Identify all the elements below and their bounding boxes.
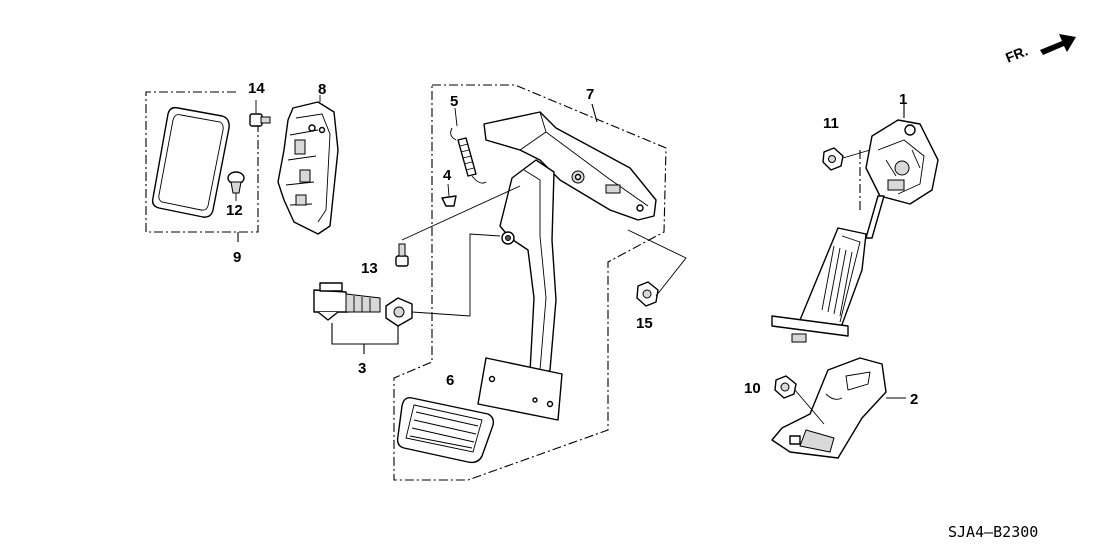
diagram-reference-code: SJA4—B2300: [948, 523, 1038, 541]
callout-labels: 1 2 3 4 5 6 7 8 9 10 11 12 13 14 15: [226, 80, 918, 408]
bolt-part-13: [395, 185, 521, 267]
callout-13: 13: [361, 260, 378, 277]
front-direction-label: FR.: [1003, 42, 1030, 65]
stopper-part-4: [441, 183, 457, 207]
group-9-bracket-lines: [145, 91, 259, 233]
accelerator-pedal-part-1: [771, 102, 939, 343]
callout-9: 9: [233, 249, 241, 266]
callout-11: 11: [823, 115, 839, 132]
front-direction-indicator: FR.: [1003, 34, 1076, 66]
bracket-assembly-group-9: [145, 91, 339, 242]
group-7-leader: [591, 103, 598, 123]
callout-6: 6: [446, 372, 454, 389]
group-3-bracket-lines: [331, 323, 399, 345]
floor-bracket-part-2: [771, 357, 906, 459]
callout-2: 2: [910, 391, 918, 408]
front-arrow-icon: [1040, 34, 1076, 55]
pedal-bracket-part-8: [277, 101, 339, 235]
callout-15: 15: [636, 315, 653, 332]
group-7-bracket-lines: [393, 84, 667, 481]
clip-part-12: [227, 171, 245, 201]
callout-4: 4: [443, 167, 452, 184]
brake-pedal-assembly-group-7: [393, 84, 667, 481]
pedal-pad-part-6: [396, 396, 495, 464]
nut-part-11: [822, 147, 871, 171]
callout-5: 5: [450, 93, 458, 110]
pedal-plate: [477, 357, 563, 421]
brake-pedal-arm: [499, 159, 557, 379]
callout-8: 8: [318, 81, 326, 98]
bolt-part-14: [249, 100, 271, 127]
nut-part-10: [774, 375, 825, 425]
callout-14: 14: [248, 80, 265, 97]
stop-switch-part-3: [313, 233, 501, 354]
return-spring-part-5: [450, 107, 487, 184]
callout-10: 10: [744, 380, 761, 397]
nut-part-15: [627, 229, 687, 307]
callout-12: 12: [226, 202, 243, 219]
callout-1: 1: [899, 91, 907, 108]
side-pad-part: [151, 106, 230, 218]
callout-3: 3: [358, 360, 366, 377]
callout-7: 7: [586, 86, 594, 103]
